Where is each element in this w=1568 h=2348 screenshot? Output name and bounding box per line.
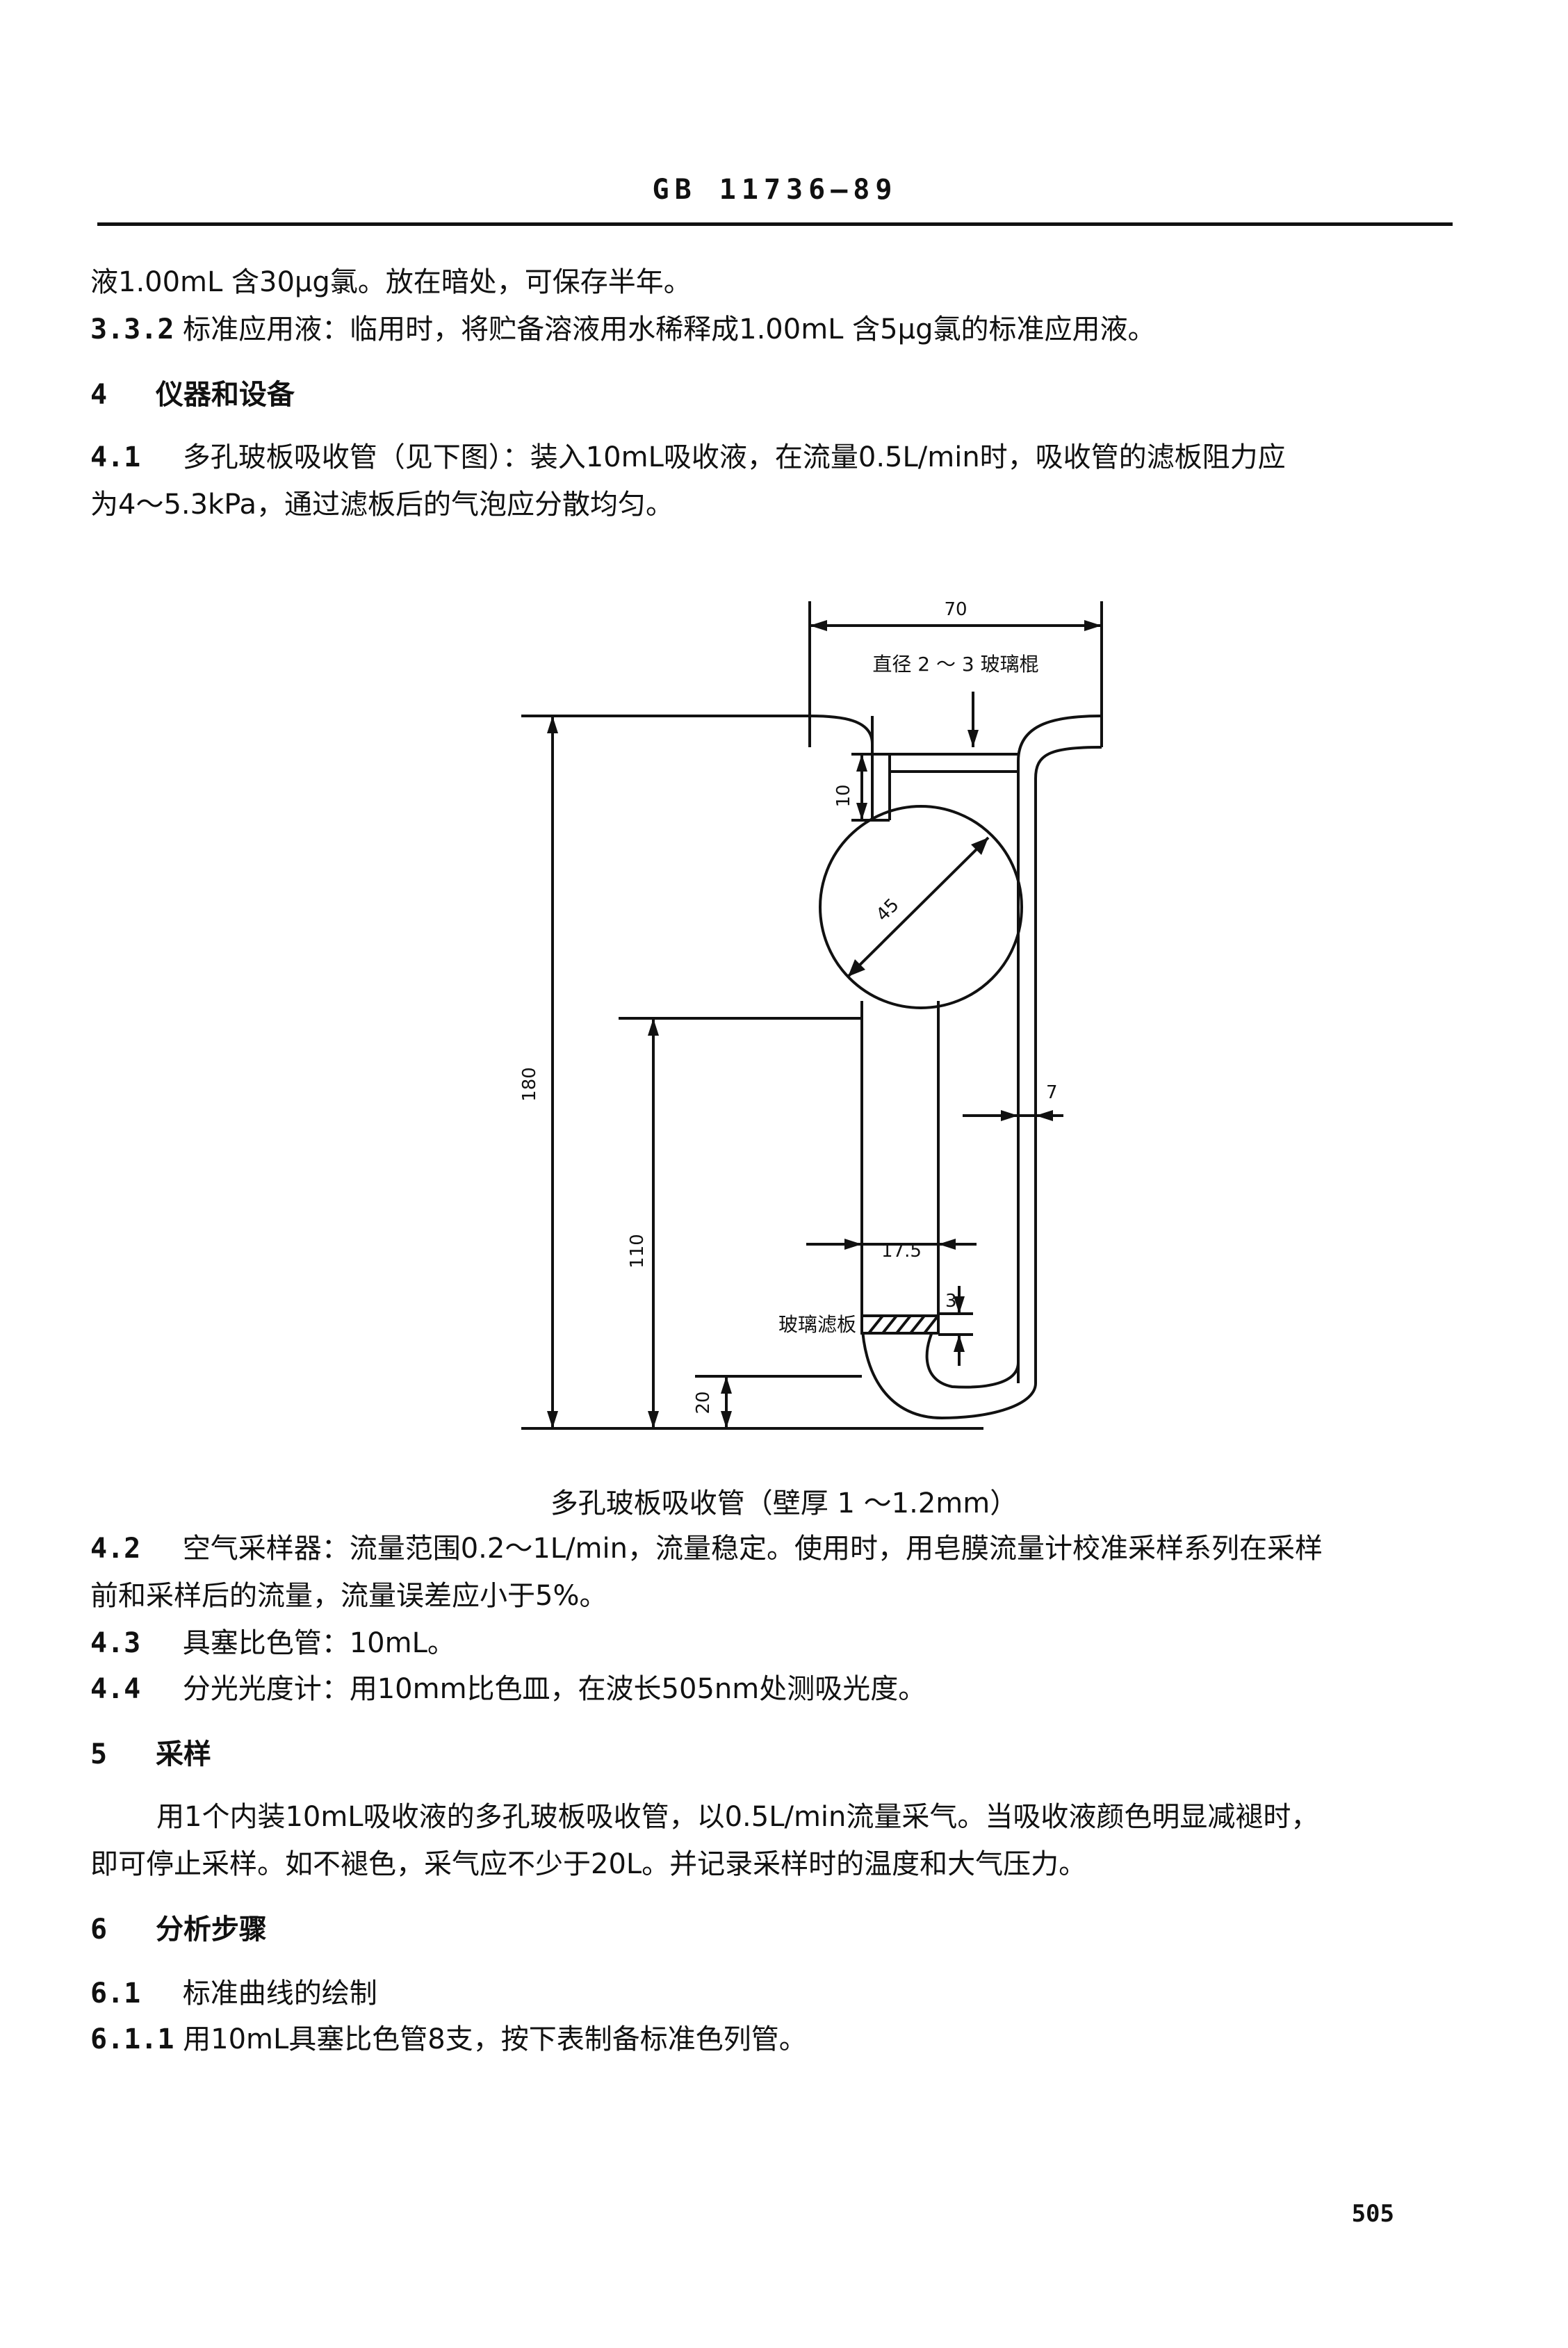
clause-text: 空气采样器：流量范围0.2～1L/min，流量稳定。使用时，用皂膜流量计校准采样… [182,1533,1323,1565]
page-number: 505 [1351,2200,1394,2228]
clause-number: 4.4 [90,1673,141,1705]
section-number: 5 [90,1738,108,1770]
clause-number: 6.1 [90,1978,141,2009]
clause-4-2-continued: 前和采样后的流量，流量误差应小于5%。 [90,1580,607,1612]
dim-20-label: 20 [693,1391,714,1414]
clause-text: 标准应用液：临用时，将贮备溶液用水稀释成1.00mL 含5μg氯的标准应用液。 [183,313,1156,345]
clause-text: 具塞比色管：10mL。 [182,1627,455,1659]
figure-caption: 多孔玻板吸收管（壁厚 1 ～1.2mm） [550,1487,1018,1519]
section-number: 4 [90,379,108,411]
clause-4-2: 4.2 空气采样器：流量范围0.2～1L/min，流量稳定。使用时，用皂膜流量计… [90,1529,1323,1568]
section-title: 仪器和设备 [155,379,295,411]
clause-4-1-continued: 为4～5.3kPa，通过滤板后的气泡应分散均匀。 [90,489,674,521]
clause-number: 6.1.1 [90,2023,174,2055]
dim-180-label: 180 [519,1067,540,1102]
clause-4-3: 4.3 具塞比色管：10mL。 [90,1624,455,1663]
dim-110-label: 110 [627,1234,648,1269]
section-title: 采样 [155,1738,211,1770]
clause-number: 4.1 [90,441,141,473]
rod-label: 直径 2 ～ 3 玻璃棍 [872,653,1038,676]
clause-text: 用10mL具塞比色管8支，按下表制备标准色列管。 [183,2023,807,2055]
clause-number: 4.3 [90,1627,141,1659]
glass-filter [860,1314,940,1335]
section-5-heading: 5 采样 [90,1735,211,1774]
paragraph-line: 液1.00mL 含30μg氯。放在暗处，可保存半年。 [90,266,692,298]
standard-code-header: GB 11736—89 [652,174,898,206]
section-6-heading: 6 分析步骤 [90,1910,267,1949]
section-title: 分析步骤 [155,1914,267,1946]
clause-number: 3.3.2 [90,313,174,345]
clause-6-1-1: 6.1.1 用10mL具塞比色管8支，按下表制备标准色列管。 [90,2020,807,2059]
clause-number: 4.2 [90,1533,141,1565]
dim-7-label: 7 [1046,1082,1058,1103]
clause-text: 标准曲线的绘制 [182,1978,377,2009]
dim-17-5-label: 17.5 [881,1241,922,1262]
clause-6-1: 6.1 标准曲线的绘制 [90,1974,377,2013]
dim-3-label: 3 [945,1291,957,1312]
clause-4-1: 4.1 多孔玻板吸收管（见下图）：装入10mL吸收液，在流量0.5L/min时，… [90,438,1286,477]
section-4-heading: 4 仪器和设备 [90,375,295,414]
paragraph-5-continued: 即可停止采样。如不褪色，采气应不少于20L。并记录采样时的温度和大气压力。 [90,1848,1087,1880]
dim-width-label: 70 [944,599,967,620]
dim-45-label: 45 [872,895,904,926]
section-number: 6 [90,1914,108,1946]
header-rule [97,222,1453,226]
clause-text: 多孔玻板吸收管（见下图）：装入10mL吸收液，在流量0.5L/min时，吸收管的… [182,441,1286,473]
clause-4-4: 4.4 分光光度计：用10mm比色皿，在波长505nm处测吸光度。 [90,1670,926,1709]
filter-label: 玻璃滤板 [778,1313,856,1336]
dim-10-label: 10 [833,784,854,807]
absorption-tube-drawing: 70 直径 2 ～ 3 玻璃棍 10 45 180 7 110 17.5 3 玻… [519,599,1103,1430]
paragraph-5: 用1个内装10mL吸收液的多孔玻板吸收管，以0.5L/min流量采气。当吸收液颜… [156,1801,1319,1833]
clause-3-3-2: 3.3.2 标准应用液：临用时，将贮备溶液用水稀释成1.00mL 含5μg氯的标… [90,310,1155,349]
clause-text: 分光光度计：用10mm比色皿，在波长505nm处测吸光度。 [182,1673,926,1705]
